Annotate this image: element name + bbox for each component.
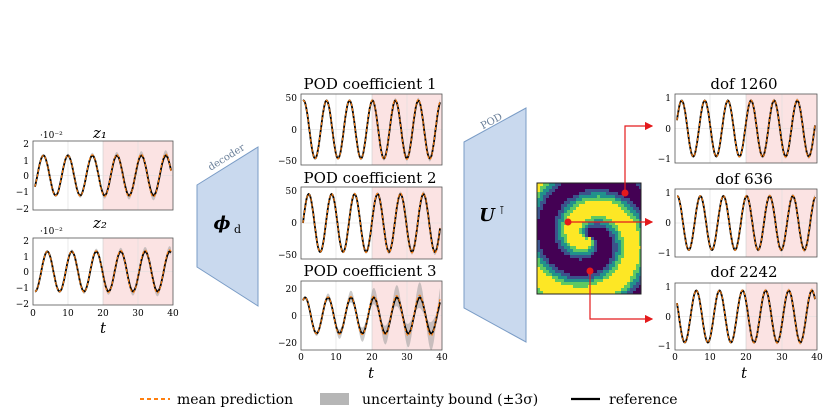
legend: mean prediction uncertainty bound (±3σ) … <box>140 392 678 408</box>
mean-curve-dof636 <box>677 194 816 252</box>
mean-curve-dof1260 <box>676 99 816 158</box>
z2-ytick: −2 <box>16 300 29 310</box>
decoder-block: decoder ϕ d <box>196 142 259 307</box>
dof636-ytick: 1 <box>665 189 671 199</box>
mean-curve-pod1 <box>302 98 441 161</box>
pod-xtick: 40 <box>436 353 448 363</box>
dof-xlabel: t <box>741 364 748 382</box>
dof-title-636: dof 636 <box>715 170 773 188</box>
probe-point-1260 <box>621 189 629 197</box>
pod-title-1: POD coefficient 1 <box>303 75 436 93</box>
pod-coefficient-panels: POD coefficient 1 50 0 −50 POD coefficie… <box>278 75 448 382</box>
pod3-ytick: 20 <box>286 285 298 295</box>
pod-panel-2: POD coefficient 2 50 0 −50 <box>278 169 443 261</box>
latent-xtick: 30 <box>132 309 144 319</box>
legend-uncertainty-label: uncertainty bound (±3σ) <box>362 392 538 408</box>
spiral-field-image <box>536 182 642 295</box>
latent-xtick: 0 <box>30 309 36 319</box>
latent-title-z1: z₁ <box>92 124 107 142</box>
dof2242-ytick: 1 <box>665 283 671 293</box>
projection-superscript: ⊺ <box>499 204 505 217</box>
pod3-ytick: −20 <box>278 339 297 349</box>
latent-panel-z2: z₂ ·10⁻² 2 1 0 −1 −2 0 10 20 30 40 t <box>16 214 179 337</box>
dof-arrows <box>564 121 654 324</box>
legend-uncertainty-swatch <box>320 393 349 405</box>
dof-xtick: 0 <box>672 353 678 363</box>
z1-ytick: 2 <box>23 140 29 150</box>
pod2-ytick: 0 <box>291 219 297 229</box>
pod2-ytick: −50 <box>278 251 297 261</box>
mean-curve-z2 <box>34 249 172 294</box>
dof-title-1260: dof 1260 <box>710 75 777 93</box>
mean-curve-z1 <box>34 153 172 198</box>
z2-ytick: 0 <box>23 268 29 278</box>
pod1-ytick: 0 <box>291 126 297 136</box>
pod-xtick: 30 <box>401 353 413 363</box>
decoder-subscript: d <box>234 223 241 236</box>
dof-panels: dof 1260 1 0 −1 dof 636 <box>658 75 823 382</box>
pod-title-3: POD coefficient 3 <box>303 262 436 280</box>
uncertainty-band-pod3 <box>303 282 440 351</box>
z1-ytick: 0 <box>23 172 29 182</box>
z2-ytick: 1 <box>23 253 29 263</box>
pod-xlabel: t <box>368 364 375 382</box>
latent-panel-z1: z₁ ·10⁻² 2 1 0 −1 −2 <box>16 124 174 215</box>
pod1-ytick: −50 <box>278 157 297 167</box>
dof-panel-636: dof 636 1 0 −1 <box>658 170 818 259</box>
latent-title-z2: z₂ <box>92 214 107 232</box>
dof-xtick: 20 <box>740 353 752 363</box>
mean-curve-dof2242 <box>676 289 816 344</box>
pod-xtick: 20 <box>366 353 378 363</box>
dof-xtick: 10 <box>704 353 716 363</box>
latent-scale-z1: ·10⁻² <box>40 131 63 141</box>
pod3-ytick: 0 <box>291 312 297 322</box>
decoder-symbol: ϕ <box>214 213 231 234</box>
dof2242-ytick: −1 <box>658 342 671 352</box>
dof2242-ytick: 0 <box>665 313 671 323</box>
dof-title-2242: dof 2242 <box>710 263 777 281</box>
dof1260-ytick: 1 <box>665 94 671 104</box>
pod-panel-1: POD coefficient 1 50 0 −50 <box>278 75 443 167</box>
pod2-ytick: 50 <box>286 187 298 197</box>
arrow-dof-2242 <box>589 271 654 324</box>
latent-xlabel: t <box>100 319 107 337</box>
dof1260-ytick: −1 <box>658 155 671 165</box>
z1-ytick: −2 <box>16 205 29 215</box>
mean-curve-pod3 <box>302 294 441 337</box>
latent-xtick: 20 <box>97 309 109 319</box>
dof-panel-1260: dof 1260 1 0 −1 <box>658 75 818 165</box>
z2-ytick: 2 <box>23 237 29 247</box>
pod1-ytick: 50 <box>286 94 298 104</box>
latent-xtick: 40 <box>167 309 179 319</box>
z2-ytick: −1 <box>16 284 29 294</box>
z1-ytick: 1 <box>23 157 29 167</box>
pod-projection-block: POD U ⊺ <box>463 107 527 343</box>
probe-point-2242 <box>586 267 594 275</box>
legend-mean-label: mean prediction <box>177 392 293 408</box>
dof-panel-2242: dof 2242 1 0 −1 0 10 20 30 40 t <box>658 263 823 382</box>
dof-xtick: 40 <box>811 353 823 363</box>
arrow-dof-1260 <box>624 121 654 193</box>
dof636-ytick: 0 <box>665 219 671 229</box>
legend-reference-label: reference <box>609 392 678 408</box>
latent-scale-z2: ·10⁻² <box>40 227 63 237</box>
dof-xtick: 30 <box>776 353 788 363</box>
dof1260-ytick: 0 <box>665 125 671 135</box>
pod-xtick: 0 <box>298 353 304 363</box>
pod-title-2: POD coefficient 2 <box>303 169 436 187</box>
latent-xtick: 10 <box>62 309 74 319</box>
z1-ytick: −1 <box>16 188 29 198</box>
mean-curve-pod2 <box>302 192 441 254</box>
pod-panel-3: POD coefficient 3 20 0 −20 0 10 20 30 40 <box>278 262 448 382</box>
projection-symbol: U <box>479 205 496 226</box>
pod-xtick: 10 <box>330 353 342 363</box>
dof636-ytick: −1 <box>658 249 671 259</box>
probe-point-636 <box>564 218 572 226</box>
